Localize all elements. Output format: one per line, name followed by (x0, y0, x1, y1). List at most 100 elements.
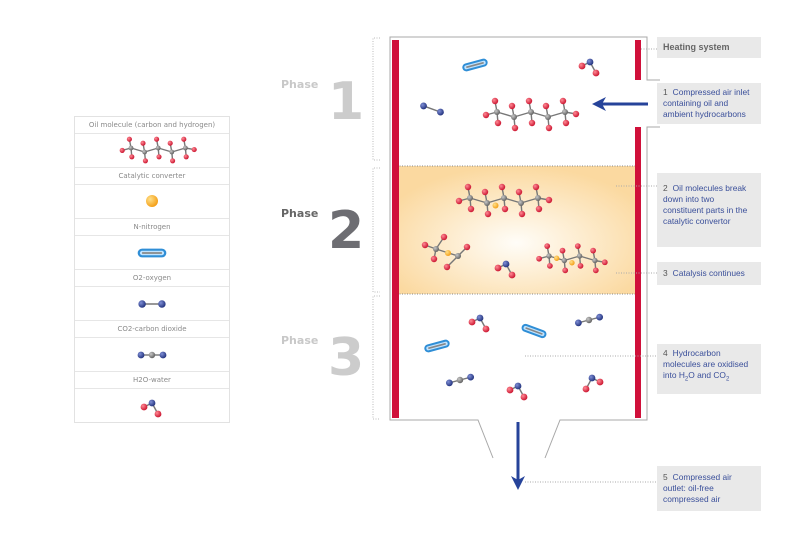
atom (159, 351, 167, 359)
nitrogen-molecule (521, 323, 547, 339)
step-number: 2 (663, 183, 668, 193)
bond (428, 342, 446, 350)
atom (518, 210, 526, 218)
phase-brackets (372, 37, 380, 420)
atom (430, 255, 438, 263)
step-number: 3 (663, 268, 668, 278)
step-text: Oil molecules break down into two consti… (663, 183, 748, 226)
atom (421, 241, 429, 249)
atom (592, 267, 599, 274)
step-text: Hydrocarbon molecules are oxidised into … (663, 348, 749, 380)
atom (518, 200, 524, 206)
atom (156, 154, 162, 160)
vessel-outline (389, 36, 660, 459)
bond (525, 327, 543, 335)
atom (559, 97, 567, 105)
atom (455, 253, 461, 259)
atom (535, 205, 543, 213)
heater-right-top (635, 40, 641, 80)
atom (592, 257, 598, 264)
phase-word: Phase (281, 207, 319, 220)
atom (137, 351, 145, 359)
atom (562, 109, 568, 115)
atom (492, 202, 499, 209)
atom (547, 263, 553, 269)
phase-word: Phase (281, 334, 319, 347)
atom (508, 271, 516, 279)
atom (601, 259, 608, 266)
step-text: Catalysis continues (672, 268, 745, 278)
atom (535, 195, 541, 201)
water-molecule-icon (75, 389, 229, 422)
water-molecule (140, 399, 162, 418)
legend-label-oxygen: O2-oxygen (75, 270, 229, 287)
oil-molecule-icon (75, 134, 229, 168)
catalyst-atom (146, 195, 158, 207)
atom (542, 102, 550, 110)
step-number: 4 (663, 348, 668, 358)
callout-step-3: 3 Catalysis continues (657, 262, 761, 285)
atom (574, 243, 581, 249)
atom (596, 378, 604, 386)
atom (553, 255, 560, 261)
atom (482, 111, 490, 119)
atom (585, 316, 593, 324)
atom (506, 386, 514, 394)
atom (467, 205, 475, 213)
legend-label-water: H2O-water (75, 372, 229, 389)
water-molecule (578, 58, 600, 77)
heater-left (392, 40, 399, 418)
atom (437, 108, 444, 116)
atom (467, 195, 473, 201)
atom (445, 250, 451, 256)
carbon-dioxide-molecule (445, 373, 475, 387)
atom (170, 158, 176, 164)
atom (588, 374, 596, 382)
atom (126, 136, 132, 142)
oxygen-molecule (420, 102, 444, 116)
legend: Oil molecule (carbon and hydrogen) Catal… (74, 116, 230, 423)
subscript: 2 (725, 376, 730, 383)
atom (154, 410, 162, 418)
atom (545, 124, 553, 132)
step-number: 1 (663, 87, 668, 97)
step-text: Compressed air inlet containing oil and … (663, 87, 750, 119)
atom (445, 379, 453, 387)
atom (119, 147, 125, 153)
catalyst-atom-icon (75, 185, 229, 219)
atom (463, 243, 471, 251)
catalytic-zone (397, 166, 636, 294)
legend-label-catalyst: Catalytic converter (75, 168, 229, 185)
inlet-arrow (592, 97, 648, 111)
water-molecule (468, 314, 490, 333)
molecules (420, 58, 608, 401)
atom (128, 145, 134, 151)
atom (494, 119, 502, 127)
atom (596, 313, 604, 321)
atom (142, 149, 147, 155)
atom (468, 318, 476, 326)
heater-right-bottom (635, 127, 641, 418)
nitrogen-molecule (424, 339, 450, 353)
atom (155, 145, 161, 151)
water-molecule (582, 374, 604, 393)
atom (508, 102, 516, 110)
atom (569, 260, 575, 266)
outlet-arrow (511, 422, 525, 490)
callout-connectors (525, 48, 657, 483)
atom (536, 255, 542, 262)
atom (546, 253, 552, 259)
atom (562, 267, 569, 274)
atom (511, 114, 517, 120)
atom (520, 393, 528, 401)
oil-molecule (536, 243, 608, 274)
step-number: 5 (663, 472, 668, 482)
atom (577, 263, 584, 269)
oil-fragment (421, 233, 471, 271)
atom (545, 114, 551, 120)
atom (482, 325, 490, 333)
atom (514, 382, 522, 390)
atom (582, 385, 590, 393)
